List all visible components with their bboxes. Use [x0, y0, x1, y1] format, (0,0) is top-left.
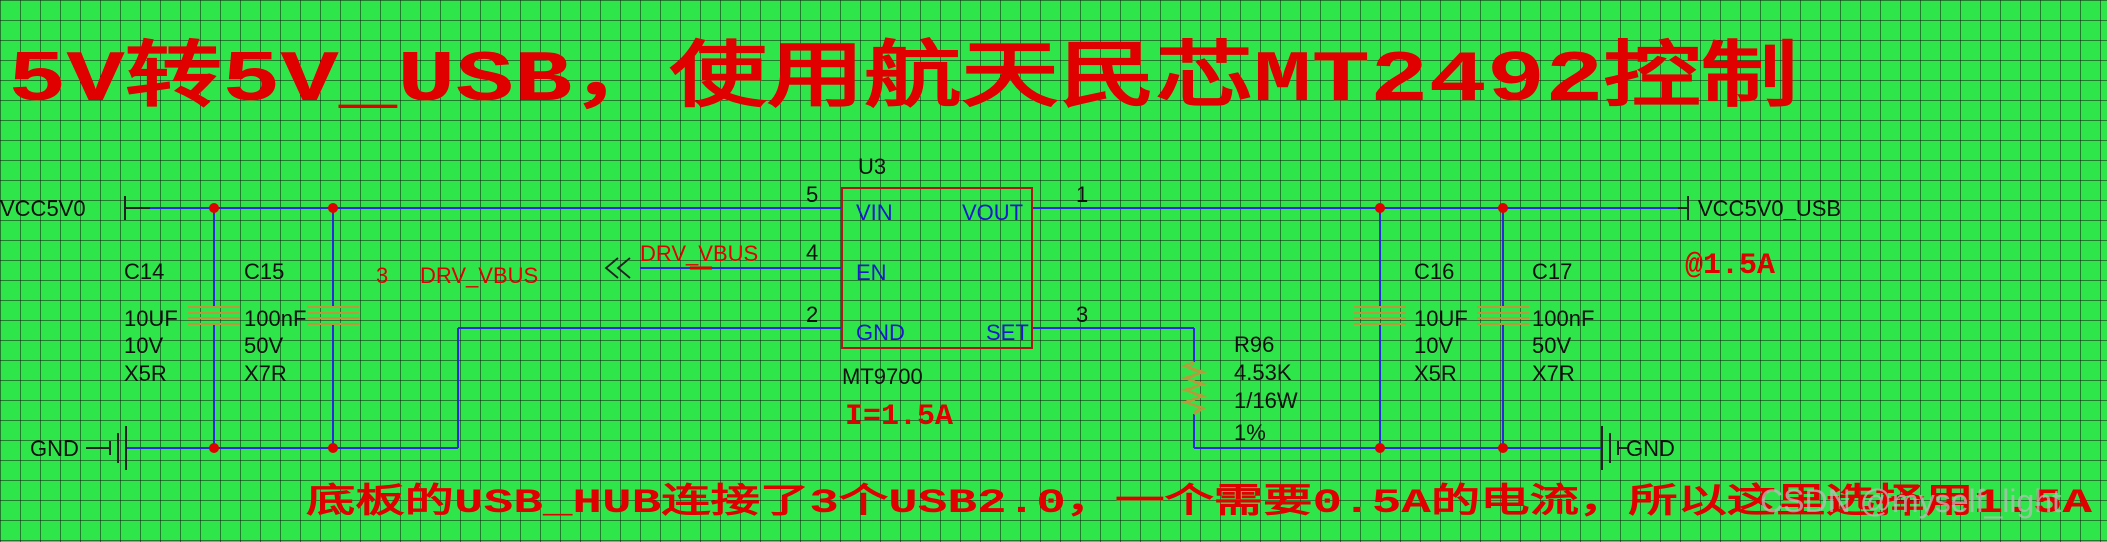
- capacitor-c15-icon: [307, 306, 359, 325]
- pin-en-number: 4: [806, 240, 818, 265]
- pin-vout-name: VOUT: [962, 200, 1023, 225]
- wires: [125, 207, 1688, 449]
- r96-power: 1/16W: [1234, 388, 1298, 413]
- junction-dot: [209, 443, 219, 453]
- c16-voltage: 10V: [1414, 333, 1453, 358]
- net-vcc-in-label: VCC5V0: [0, 196, 86, 221]
- c15-ref: C15: [244, 259, 284, 284]
- chip-ref: U3: [858, 154, 886, 179]
- schematic-title: 5V转5V_USB，使用航天民芯MT2492控制: [8, 37, 1798, 122]
- net-drv-vbus-label: DRV_VBUS: [640, 241, 758, 266]
- capacitor-c16-icon: [1354, 306, 1406, 325]
- net-gnd-right-label: GND: [1626, 436, 1675, 461]
- net-drv-vbus-ref-name: DRV_VBUS: [420, 263, 538, 288]
- c14-value: 10UF: [124, 306, 178, 331]
- c14-voltage: 10V: [124, 333, 163, 358]
- pin-vin-name: VIN: [856, 200, 893, 225]
- net-out-current: @1.5A: [1685, 249, 1775, 283]
- offpage-connector-icon: [604, 257, 631, 279]
- c14-dielectric: X5R: [124, 361, 167, 386]
- c14-ref: C14: [124, 259, 164, 284]
- junction-dot: [209, 203, 219, 213]
- chip-u3-body: [841, 187, 1033, 349]
- junction-dot: [1498, 443, 1508, 453]
- net-gnd-left-label: GND: [30, 436, 79, 461]
- design-note: 底板的USB_HUB连接了3个USB2.0，一个需要0.5A的电流，所以这里选择…: [306, 482, 2093, 523]
- pin-set-name: SET: [986, 320, 1029, 345]
- c17-ref: C17: [1532, 259, 1572, 284]
- pin-vout-number: 1: [1076, 182, 1088, 207]
- watermark: CSDN @myself_light: [1760, 483, 2061, 519]
- junctions: [209, 203, 1508, 453]
- c16-value: 10UF: [1414, 306, 1468, 331]
- c17-value: 100nF: [1532, 306, 1594, 331]
- capacitor-c17-labels: C17 100nF 50V X7R: [1532, 259, 1594, 386]
- c16-ref: C16: [1414, 259, 1454, 284]
- junction-dot: [328, 443, 338, 453]
- pin-set-number: 3: [1076, 302, 1088, 327]
- c15-value: 100nF: [244, 306, 306, 331]
- capacitor-c14-labels: C14 10UF 10V X5R: [124, 259, 178, 386]
- junction-dot: [1375, 203, 1385, 213]
- r96-tolerance: 1%: [1234, 420, 1266, 445]
- c15-voltage: 50V: [244, 333, 283, 358]
- r96-ref: R96: [1234, 332, 1274, 357]
- capacitor-c15-labels: C15 100nF 50V X7R: [244, 259, 306, 386]
- c15-dielectric: X7R: [244, 361, 287, 386]
- junction-dot: [1498, 203, 1508, 213]
- net-vcc-out-label: VCC5V0_USB: [1698, 196, 1841, 221]
- junction-dot: [328, 203, 338, 213]
- pin-vin-number: 5: [806, 182, 818, 207]
- chip-current-note: I=1.5A: [845, 400, 953, 434]
- resistor-r96-icon-inner: [1186, 363, 1202, 413]
- chip-part: MT9700: [842, 364, 923, 389]
- c17-dielectric: X7R: [1532, 361, 1575, 386]
- resistor-r96-labels: R96 4.53K 1/16W 1%: [1234, 332, 1298, 445]
- c16-dielectric: X5R: [1414, 361, 1457, 386]
- junction-dot: [1375, 443, 1385, 453]
- capacitor-c17-icon: [1477, 306, 1529, 325]
- pin-gnd-name: GND: [856, 320, 905, 345]
- pin-gnd-number: 2: [806, 302, 818, 327]
- capacitor-c14-icon: [188, 306, 240, 325]
- pin-en-name: EN: [856, 260, 887, 285]
- ground-left-icon: [86, 426, 127, 470]
- capacitor-c16-labels: C16 10UF 10V X5R: [1414, 259, 1468, 386]
- ground-right-icon: [1601, 426, 1628, 470]
- net-drv-vbus-ref-num: 3: [376, 263, 388, 288]
- r96-value: 4.53K: [1234, 360, 1292, 385]
- c17-voltage: 50V: [1532, 333, 1571, 358]
